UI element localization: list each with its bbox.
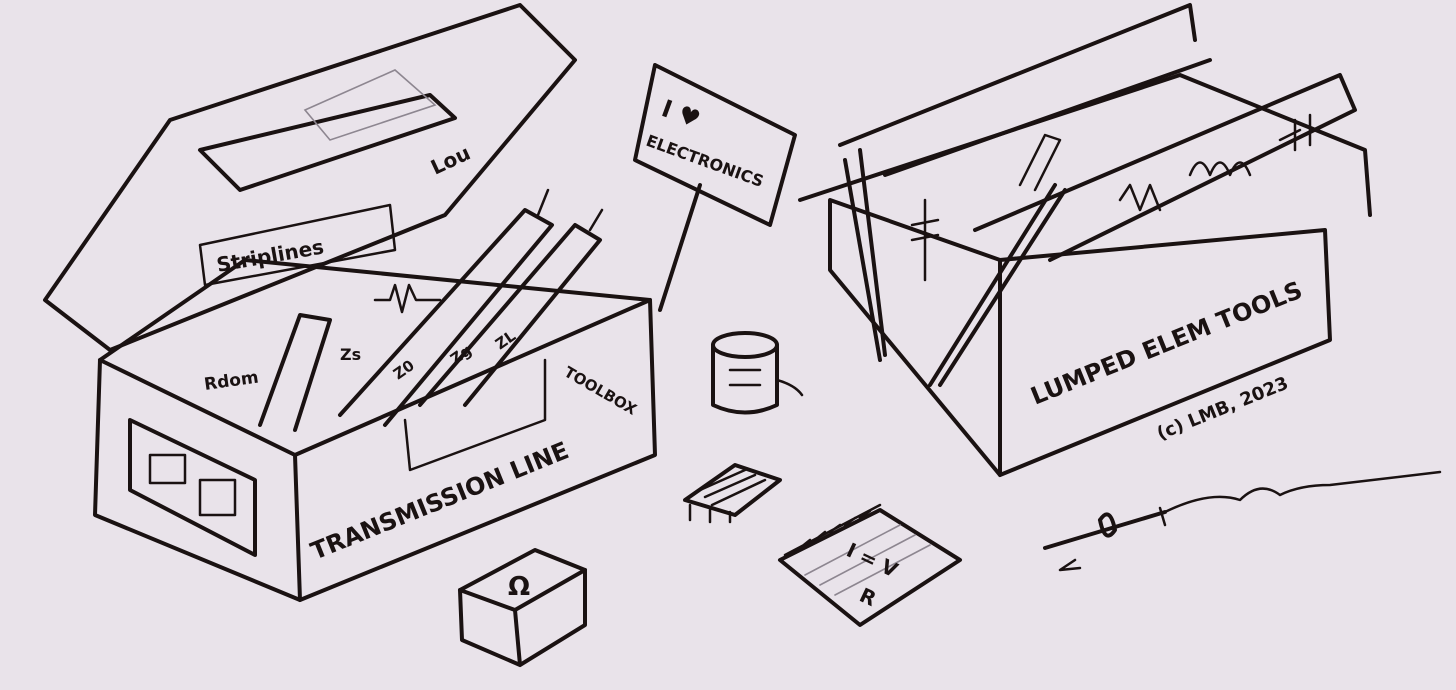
soldering-iron-cable [1163, 470, 1442, 514]
sign-post [658, 183, 702, 312]
lumped-element-toolbox: LUMPED ELEM TOOLS (c) LMB, 2023 [798, 3, 1372, 477]
resistor-sketch-icon [373, 283, 442, 314]
capacitor-sketch-icon-2 [1278, 113, 1312, 152]
capacitor-sketch-icon [910, 198, 940, 282]
zs-mark: Zs [340, 345, 361, 364]
lumped-inner-flap [973, 73, 1357, 262]
zo-mark: Z0 [390, 356, 418, 383]
toolbox-front-face [293, 298, 657, 602]
lid-handle-sketch [303, 69, 437, 141]
capacitor-can-icon [711, 331, 804, 415]
toolbox-label: TOOLBOX [561, 363, 640, 419]
lumped-front-face [998, 228, 1332, 477]
ohm-box-icon: Ω [458, 548, 587, 667]
toolbox-lid [43, 3, 577, 352]
toolbox-top-edge [98, 258, 652, 362]
sign-line-2: ELECTRONICS [644, 131, 767, 191]
stick-2 [928, 183, 1067, 387]
ohm-symbol: Ω [508, 572, 530, 602]
toolbox-divider [403, 358, 547, 472]
stick-1 [843, 148, 887, 362]
formula-bottom: R [856, 583, 880, 611]
ic-chip-icon [683, 463, 782, 524]
lumped-left-face [828, 198, 1002, 477]
coax-tube-1 [258, 313, 332, 432]
lid-inner-panel [198, 93, 457, 192]
coax-connectors [536, 188, 604, 232]
striplines-tag [198, 203, 397, 287]
soldering-iron-icon [1043, 470, 1442, 572]
lid-label: Lou [427, 141, 474, 180]
coax-tube-2 [338, 208, 554, 427]
switch-1-icon [148, 453, 187, 485]
zl-mark: ZL [492, 327, 519, 354]
transmission-line-toolbox: TRANSMISSION LINE TOOLBOX Lou Striplines… [43, 3, 657, 602]
switch-2-icon [198, 478, 237, 517]
sign-line-1: I ♥ [658, 94, 704, 134]
toolbox-switch-panel [128, 418, 257, 557]
toolbox-side-label: TRANSMISSION LINE [307, 436, 573, 565]
sign-board [633, 63, 797, 227]
lumped-back-flap [838, 3, 1212, 177]
inductor-sketch-icon [1188, 161, 1252, 177]
coax-tube-3 [418, 223, 602, 407]
ruler-sketch [1018, 133, 1062, 192]
electronics-sign: I ♥ ELECTRONICS [633, 63, 797, 312]
notepad-icon: I = V R [778, 503, 962, 627]
rdom-label: Rdom [203, 368, 260, 395]
resistor-sketch-icon-2 [1118, 183, 1162, 212]
